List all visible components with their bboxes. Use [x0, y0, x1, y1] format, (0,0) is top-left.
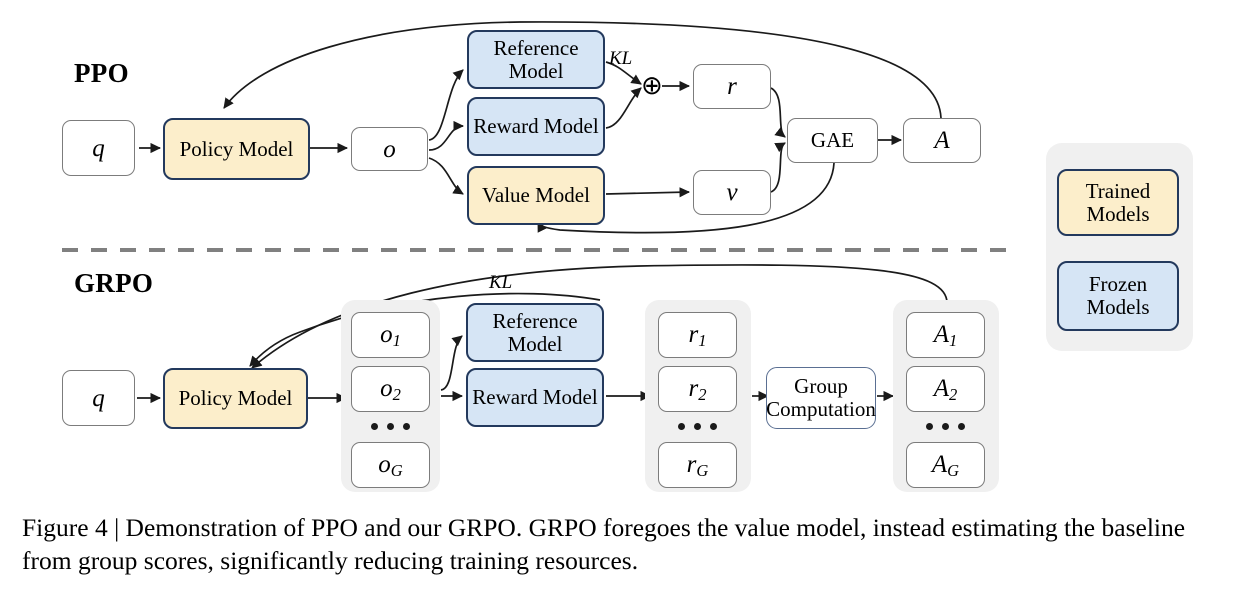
grpo-output-2-box[interactable]: o2	[351, 366, 430, 412]
ppo-reward-model-box[interactable]: Reward Model	[467, 97, 605, 156]
grpo-group-computation-label: Group Computation	[766, 374, 876, 421]
ppo-reward-model-label: Reward Model	[473, 114, 599, 139]
ppo-reward-value-label: r	[727, 73, 737, 100]
grpo-query-label: q	[92, 384, 105, 412]
grpo-output-ellipsis	[351, 418, 430, 434]
grpo-reward-1-box[interactable]: r1	[658, 312, 737, 358]
grpo-output-g-label: oG	[378, 450, 403, 480]
grpo-reward-ellipsis	[658, 418, 737, 434]
grpo-advantage-1-box[interactable]: A1	[906, 312, 985, 358]
grpo-advantage-1-label: A1	[933, 320, 958, 350]
ppo-title: PPO	[74, 58, 129, 88]
grpo-reference-model-box[interactable]: Reference Model	[466, 303, 604, 362]
ppo-reference-model-box[interactable]: Reference Model	[467, 30, 605, 89]
grpo-title: GRPO	[74, 268, 154, 298]
grpo-reward-2-box[interactable]: r2	[658, 366, 737, 412]
grpo-advantage-g-box[interactable]: AG	[906, 442, 985, 488]
ppo-output-box[interactable]: o	[351, 127, 428, 171]
legend-item-frozen-models: Frozen Models	[1057, 261, 1179, 331]
grpo-advantage-g-label: AG	[931, 450, 960, 480]
ppo-advantage-label: A	[934, 127, 950, 154]
grpo-reward-g-label: rG	[686, 450, 709, 480]
legend-trained-label: Trained Models	[1085, 178, 1151, 226]
grpo-output-2-label: o2	[380, 374, 401, 404]
grpo-reference-model-label: Reference Model	[492, 308, 578, 356]
grpo-reward-model-label: Reward Model	[472, 385, 598, 410]
ppo-gae-label: GAE	[810, 128, 855, 153]
figure-caption: Figure 4 | Demonstration of PPO and our …	[22, 513, 1186, 575]
grpo-output-1-box[interactable]: o1	[351, 312, 430, 358]
legend-item-trained-models: Trained Models	[1057, 169, 1179, 236]
grpo-reward-2-label: r2	[688, 374, 707, 404]
ppo-value-model-label: Value Model	[482, 183, 590, 208]
diagram-connectors	[62, 21, 1014, 404]
ppo-query-box[interactable]: q	[62, 120, 135, 176]
grpo-output-1-label: o1	[380, 320, 401, 350]
grpo-group-computation-box[interactable]: Group Computation	[766, 367, 876, 429]
grpo-advantage-ellipsis	[906, 418, 985, 434]
ppo-policy-model-label: Policy Model	[179, 136, 294, 161]
grpo-policy-model-label: Policy Model	[178, 386, 293, 411]
legend-frozen-label: Frozen Models	[1086, 272, 1150, 319]
ppo-kl-label: KL	[609, 48, 633, 69]
grpo-advantage-2-box[interactable]: A2	[906, 366, 985, 412]
ppo-gae-box[interactable]: GAE	[787, 118, 878, 163]
ppo-value-model-box[interactable]: Value Model	[467, 166, 605, 225]
ppo-query-label: q	[92, 134, 105, 162]
ppo-reward-value-box[interactable]: r	[693, 64, 771, 109]
grpo-policy-model-box[interactable]: Policy Model	[163, 368, 308, 429]
ppo-output-label: o	[383, 135, 396, 163]
grpo-output-g-box[interactable]: oG	[351, 442, 430, 488]
grpo-kl-label: KL	[489, 272, 513, 293]
grpo-reward-g-box[interactable]: rG	[658, 442, 737, 488]
plus-circle-icon: ⊕	[641, 71, 663, 101]
grpo-reward-1-label: r1	[688, 320, 707, 350]
ppo-value-estimate-label: v	[726, 179, 738, 206]
grpo-advantage-2-label: A2	[933, 374, 958, 404]
ppo-value-estimate-box[interactable]: v	[693, 170, 771, 215]
grpo-query-box[interactable]: q	[62, 370, 135, 426]
ppo-advantage-box[interactable]: A	[903, 118, 981, 163]
grpo-reward-model-box[interactable]: Reward Model	[466, 368, 604, 427]
ppo-reference-model-label: Reference Model	[493, 35, 579, 83]
ppo-policy-model-box[interactable]: Policy Model	[163, 118, 310, 180]
